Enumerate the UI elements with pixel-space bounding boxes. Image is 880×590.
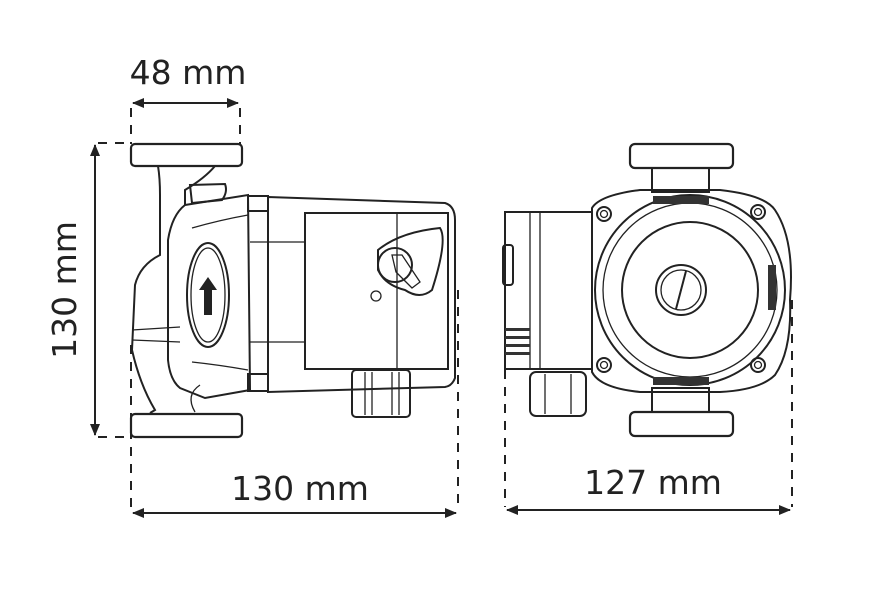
dimension-flange-width: 48 mm [130,53,247,144]
speed-selector-knob [370,226,444,302]
top-flange [129,142,244,168]
flow-window [186,242,230,348]
pump-front-view [502,142,792,438]
terminal-box [504,211,593,370]
flange-width-label: 48 mm [130,53,247,92]
bottom-flange [628,410,735,438]
dimension-side-length: 130 mm [130,290,459,518]
flow-direction-arrow-icon [199,277,217,315]
pump-housing [594,194,786,386]
height-label: 130 mm [45,221,84,359]
mounting-screws [596,204,766,373]
bottom-flange [129,412,244,439]
dimension-front-width: 127 mm [504,300,793,515]
cable-gland [529,371,587,417]
pump-side-view [129,142,456,439]
front-width-label: 127 mm [584,463,722,502]
vent-screw [655,264,707,316]
dimension-height: 130 mm [45,142,130,438]
top-flange [628,142,735,170]
side-length-label: 130 mm [231,469,369,508]
cable-gland [351,369,411,418]
